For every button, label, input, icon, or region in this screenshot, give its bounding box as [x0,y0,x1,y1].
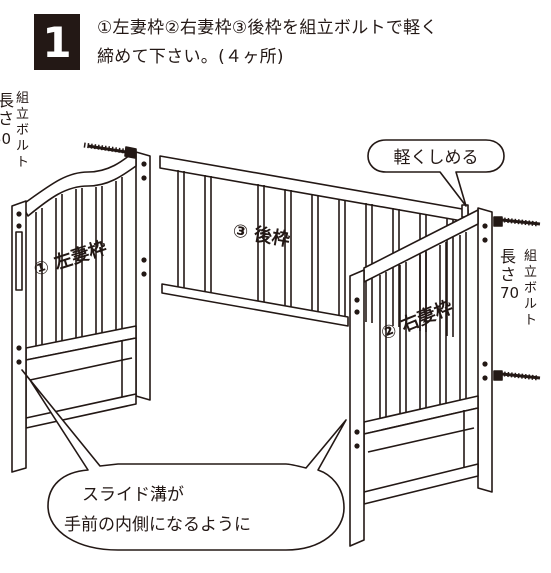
callout-slide-bubble [21,369,347,551]
label-back-frame: ③ 後枠 [231,219,291,251]
bolt-left-length-char-1: 長 [0,91,14,110]
bolt-left-name-char-3: ボ [16,123,29,138]
left-end-frame [11,149,151,473]
callout-slide-line-1: スライド溝が [82,485,184,505]
label-right-end-frame: ② 右妻枠 [378,296,456,345]
bolt-right-length-value: 70 [500,284,519,302]
instruction-text: ①左妻枠②右妻枠③後枠を組立ボルトで軽く 締めて下さい。(４ヶ所) [97,14,547,72]
instruction-line-1: ①左妻枠②右妻枠③後枠を組立ボルトで軽く [97,18,438,38]
bolt-right-name-char-1: 組 [524,249,537,264]
bolt-right-name-char-5: ト [524,313,537,328]
bolt-right-upper-icon [493,216,541,227]
bolt-left-label: 長 さ 50 組 立 ボ ル ト [0,91,29,170]
callout-tighten-bubble [367,139,505,207]
bolt-left-name-char-5: ト [16,155,29,170]
bolt-left-name-char-4: ル [16,139,29,154]
instruction-line-2: 締めて下さい。(４ヶ所) [97,47,284,67]
right-end-frame [349,207,493,547]
bolt-right-length-char-2: さ [500,265,516,284]
bolt-right-name-char-4: ル [524,297,537,312]
callout-tighten-text: 軽くしめる [394,148,479,168]
step-number-badge: 1 [34,14,80,70]
bolt-right-name-char-3: ボ [524,281,537,296]
bolt-left-name-char-1: 組 [16,91,29,106]
bolt-left-length-char-2: さ [0,109,14,128]
bolt-left-icon [83,142,137,159]
bolt-right-length-char-1: 長 [500,247,516,266]
bolt-right-label: 長 さ 70 組 立 ボ ル ト [500,247,537,328]
bolt-left-length-value: 50 [0,130,11,148]
back-frame [159,155,469,337]
bolt-right-name-char-2: 立 [524,265,537,280]
bolt-right-lower-icon [493,370,541,381]
bolt-left-name-char-2: 立 [16,107,29,122]
callout-slide-line-2: 手前の内側になるように [64,515,251,535]
